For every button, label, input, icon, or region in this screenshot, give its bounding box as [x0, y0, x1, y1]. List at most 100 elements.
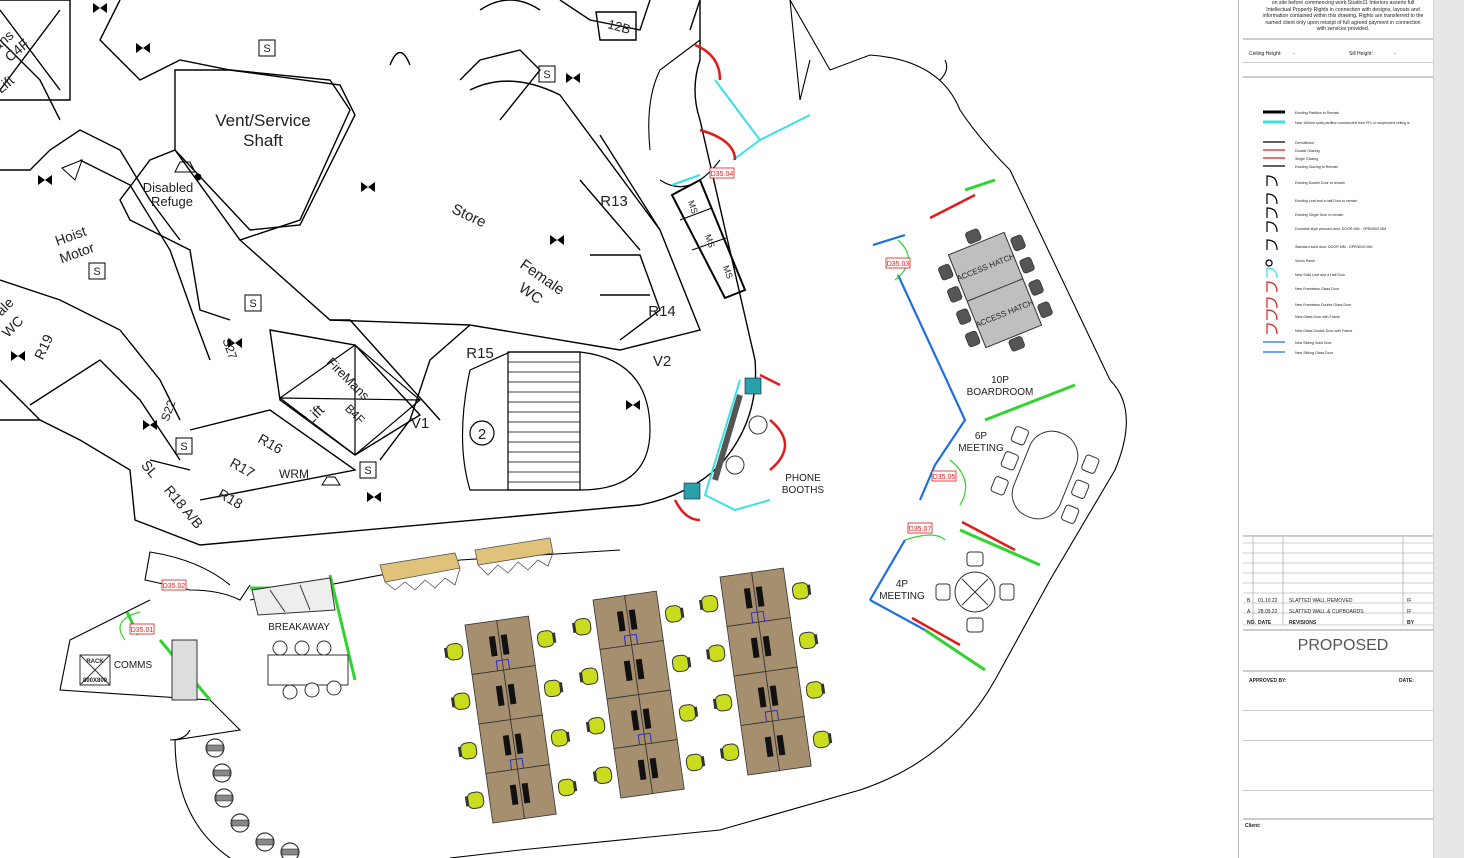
- monitor: [769, 685, 779, 706]
- legend-text: Demolitions: [1295, 141, 1314, 145]
- floor-plan[interactable]: SSS SSS Vent/Service Shaft Disabled Refu…: [0, 0, 1230, 858]
- legend-text: New Glass Double Door with Frame: [1295, 329, 1352, 333]
- six-p-meeting: 6P MEETING: [958, 426, 1100, 524]
- new-partitions: [671, 79, 811, 512]
- legend-text: Existing Single Door to remain: [1295, 213, 1343, 217]
- monitor: [637, 759, 647, 781]
- s-marker-labels: SSS SSS: [93, 43, 550, 477]
- r13-label: R13: [600, 193, 628, 210]
- viewer-scrollbar[interactable]: [1433, 0, 1464, 858]
- desk-chair: [591, 765, 614, 786]
- desk-chair: [718, 742, 741, 763]
- disabled-label-1: Disabled: [143, 180, 194, 195]
- legend-swatch: [1266, 175, 1278, 187]
- six-p-label-2: MEETING: [958, 443, 1004, 454]
- stair-number: 2: [478, 426, 486, 443]
- legend-swatch: [1266, 221, 1278, 233]
- monitor: [649, 757, 659, 779]
- svg-text:S: S: [249, 298, 256, 310]
- r17-label: R17: [227, 454, 257, 481]
- legend-text: Existing Partition to Remain: [1295, 111, 1339, 115]
- desk-chair: [450, 691, 472, 712]
- boardroom-label-1: 10P: [991, 375, 1009, 386]
- legend-swatch: [1266, 207, 1278, 219]
- legend-text: New Glass Door with Frame: [1295, 315, 1340, 319]
- r15-label: R15: [466, 345, 494, 362]
- desk-chair: [443, 642, 465, 662]
- breakaway-label: BREAKAWAY: [268, 622, 330, 633]
- desk-chair: [678, 703, 700, 723]
- desk-chair: [685, 752, 707, 772]
- desk-chair: [805, 680, 827, 700]
- desk-chair: [457, 741, 479, 761]
- door-tags: D35.04 D35.03 D35.05 D35.07 D35.02 D35.0…: [129, 167, 957, 635]
- phone-booths-label-2: BOOTHS: [782, 485, 825, 496]
- vent-label-1: Vent/Service: [215, 111, 310, 130]
- comms: RACK 800X800 COMMS: [79, 639, 198, 701]
- s-markers: [88, 39, 556, 479]
- revision-grid: [1243, 537, 1443, 626]
- approved-date: DATE:: [1399, 678, 1414, 684]
- desk-chair: [712, 693, 734, 713]
- desk-chair: [671, 653, 693, 673]
- svg-text:D35.05: D35.05: [933, 474, 956, 481]
- s22-label: S22: [158, 398, 179, 423]
- monitor: [616, 610, 626, 632]
- svg-text:D35.01: D35.01: [131, 627, 154, 634]
- desk-chair: [578, 666, 600, 687]
- monitor: [635, 658, 645, 680]
- monitor: [502, 734, 512, 756]
- approved-by: APPROVED BY:: [1249, 678, 1287, 684]
- svg-text:D35.03: D35.03: [887, 261, 910, 268]
- legend-text: New Sliding Solid Door: [1295, 341, 1333, 345]
- lounge-seats: [205, 738, 300, 858]
- desk: [772, 716, 812, 772]
- desk-chair: [585, 716, 607, 736]
- refuge-icons: [61, 159, 341, 486]
- svg-text:S: S: [93, 266, 100, 278]
- desk-chair: [798, 630, 820, 650]
- core-walls: [0, 0, 757, 546]
- legend-text: Existing Glazing to Remain: [1295, 165, 1338, 169]
- monitor: [750, 637, 760, 659]
- stair: [278, 344, 651, 491]
- desk: [517, 764, 557, 820]
- monitor: [495, 685, 505, 707]
- svg-text:RACK: RACK: [86, 659, 104, 665]
- svg-text:800X800: 800X800: [83, 678, 108, 684]
- red-glazing: [673, 43, 1016, 647]
- desk-cluster: [698, 567, 834, 776]
- comms-label: COMMS: [114, 660, 153, 671]
- desk-chair: [571, 617, 593, 637]
- legend-text: New 100mm solid partition constructed fr…: [1295, 121, 1410, 125]
- disabled-label-2: Refuge: [151, 194, 193, 209]
- legend-swatch: [1266, 193, 1278, 205]
- legend-text: Vision Panel: [1295, 259, 1315, 263]
- desk-chair: [705, 643, 727, 664]
- legend-text: Standard solid door. DOOR MM - OPENING M…: [1295, 245, 1373, 249]
- six-p-label-1: 6P: [975, 431, 988, 442]
- ip-notice: on site before commencing work.Studio11 …: [1262, 0, 1424, 32]
- lift-top-label: Lift: [0, 72, 17, 96]
- v2-label: V2: [653, 353, 671, 370]
- sill-height: Sill Height: -: [1349, 51, 1396, 57]
- monitor: [509, 784, 519, 806]
- legend-swatch: [1266, 239, 1278, 251]
- desk-cluster: [571, 590, 707, 799]
- monitor: [755, 586, 765, 607]
- legend-text: Double Glazing: [1295, 149, 1320, 153]
- legend-text: New Solid Leaf and a Half Door: [1295, 273, 1346, 277]
- monitor: [628, 609, 638, 630]
- r18ab-label: R18 A/B: [161, 482, 206, 532]
- breakaway: BREAKAWAY: [251, 577, 349, 700]
- monitor: [743, 587, 753, 609]
- svg-text:S: S: [180, 441, 187, 453]
- desk-chair: [698, 594, 720, 614]
- legend-text: Single Glazing: [1295, 157, 1318, 161]
- phone-booths: PHONE BOOTHS: [683, 377, 825, 500]
- desk-chair: [550, 728, 572, 748]
- monitor: [757, 686, 767, 708]
- phone-booths-label-1: PHONE: [785, 473, 821, 484]
- svg-text:MS: MS: [703, 233, 717, 249]
